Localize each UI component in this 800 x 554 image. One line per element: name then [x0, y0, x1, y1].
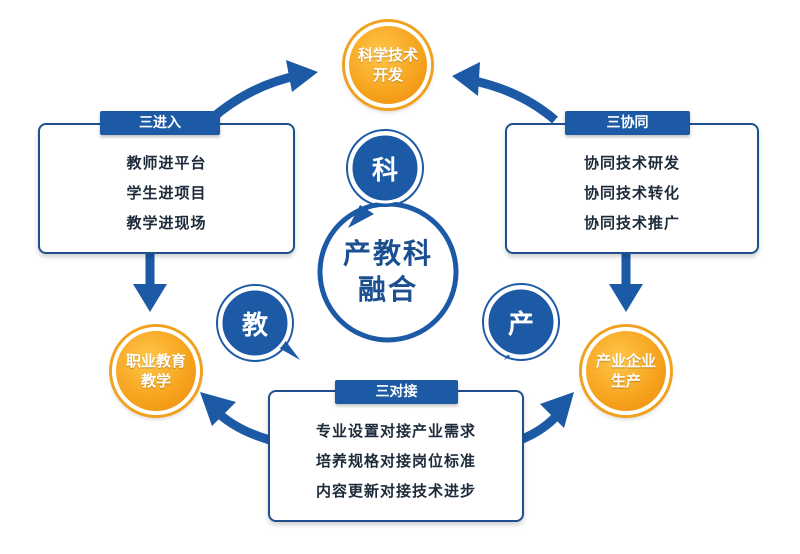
arrow-right-box-to-right-node — [609, 250, 643, 312]
box-three-collaborations-item-2: 协同技术转化 — [583, 184, 680, 202]
node-science-tech-line2: 开发 — [372, 66, 403, 84]
arrow-left-box-to-left-node — [133, 250, 167, 312]
box-three-dockings-item-2: 培养规格对接岗位标准 — [315, 452, 476, 470]
arrow-left-box-to-top — [207, 60, 318, 124]
arrow-right-box-to-top — [452, 62, 558, 124]
box-three-collaborations-item-3: 协同技术推广 — [583, 214, 680, 232]
node-industry-line1: 产业企业 — [595, 352, 656, 370]
box-three-dockings-title: 三对接 — [335, 380, 458, 404]
box-three-entries: 教师进平台 学生进项目 教学进现场 — [38, 123, 295, 254]
bubble-ke-label: 科 — [371, 156, 398, 186]
bubble-chan-label: 产 — [507, 310, 534, 340]
node-science-tech: 科学技术 开发 — [345, 22, 431, 108]
node-industry: 产业企业 生产 — [582, 327, 670, 415]
box-three-collaborations-title: 三协同 — [565, 111, 690, 135]
box-three-entries-item-3: 教学进现场 — [126, 214, 207, 232]
bubble-jiao-label: 教 — [241, 311, 268, 341]
arrow-bottom-box-to-right-node — [518, 392, 574, 445]
bubble-chan — [482, 283, 560, 361]
box-three-collaborations: 协同技术研发 协同技术转化 协同技术推广 — [505, 123, 759, 254]
center-label-line2: 融合 — [357, 273, 418, 306]
center-label-line1: 产教科 — [342, 237, 433, 270]
node-vocational-education-line2: 教学 — [140, 372, 171, 390]
box-three-collaborations-item-1: 协同技术研发 — [583, 154, 680, 172]
node-industry-line2: 生产 — [610, 372, 641, 390]
box-three-entries-title: 三进入 — [100, 111, 220, 135]
bubble-jiao — [216, 284, 300, 362]
node-vocational-education: 职业教育 教学 — [112, 327, 200, 415]
box-three-entries-item-2: 学生进项目 — [126, 184, 207, 202]
node-science-tech-line1: 科学技术 — [357, 46, 418, 64]
box-three-dockings: 专业设置对接产业需求 培养规格对接岗位标准 内容更新对接技术进步 — [268, 390, 524, 522]
box-three-dockings-item-1: 专业设置对接产业需求 — [315, 422, 476, 440]
bubble-ke — [346, 129, 424, 228]
center-label: 产教科 融合 — [320, 236, 456, 308]
node-vocational-education-line1: 职业教育 — [125, 352, 186, 370]
box-three-dockings-item-3: 内容更新对接技术进步 — [315, 482, 476, 500]
box-three-entries-item-1: 教师进平台 — [126, 154, 207, 172]
center-ring — [317, 201, 459, 343]
arrow-bottom-box-to-left-node — [200, 392, 272, 445]
